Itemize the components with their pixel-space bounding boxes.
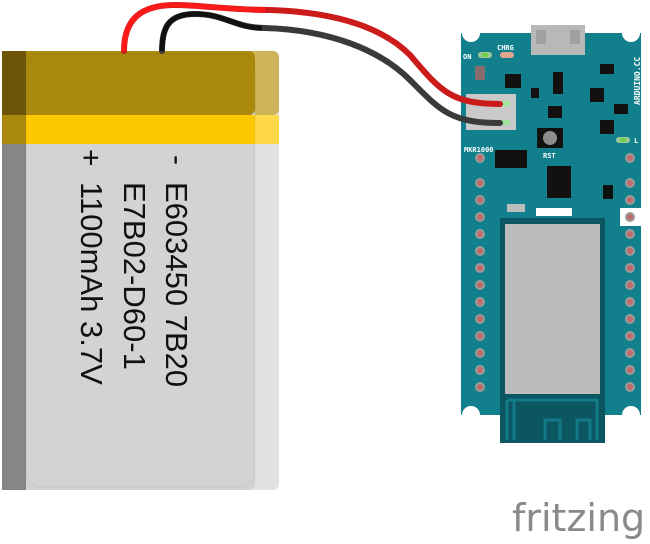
led-l-label: L (634, 137, 638, 145)
board-url-label: ARDUINO.CC (633, 57, 642, 105)
mkr1000-board[interactable]: ON CHRG L MKR1000 RST ARDUINO.CC (461, 24, 642, 443)
fritzing-watermark: fritzing (512, 496, 646, 540)
board-name-label: MKR1000 (464, 146, 494, 154)
led-charge-label: CHRG (497, 44, 514, 52)
led-on-label: ON (463, 53, 471, 61)
battery-line2: E7B02-D60-1 (117, 182, 152, 370)
battery-minus-label: - (161, 155, 194, 165)
battery-plus-label: + (74, 149, 107, 167)
reset-label: RST (543, 152, 556, 160)
battery-line1: E603450 7B20 (159, 182, 194, 387)
lipo-battery[interactable] (2, 51, 279, 490)
battery-line3: 1100mAh 3.7V (74, 182, 109, 385)
